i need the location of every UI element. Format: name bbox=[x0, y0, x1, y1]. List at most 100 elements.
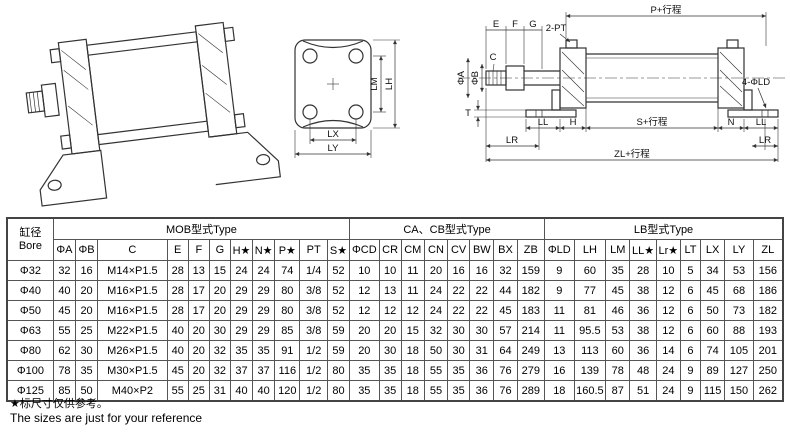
table-cell: 24 bbox=[423, 280, 449, 301]
table-cell: 12 bbox=[378, 300, 402, 321]
table-cell: 78 bbox=[52, 360, 77, 381]
table-cell: 186 bbox=[752, 280, 784, 301]
table-cell: 46 bbox=[605, 300, 631, 321]
table-cell: 11 bbox=[400, 280, 425, 301]
table-cell: 77 bbox=[573, 280, 607, 301]
table-cell: M40×P2 bbox=[97, 380, 168, 402]
table-cell: 22 bbox=[447, 280, 471, 301]
dim-label-4-phi-ld: 4-ΦLD bbox=[742, 77, 770, 88]
bore-cell: Φ32 bbox=[6, 260, 54, 281]
table-cell: 250 bbox=[752, 360, 784, 381]
table-cell: 30 bbox=[469, 320, 495, 341]
table-cell: 91 bbox=[274, 340, 301, 361]
table-cell: 113 bbox=[573, 340, 607, 361]
table-cell: 5 bbox=[679, 260, 702, 281]
table-cell: 80 bbox=[326, 380, 351, 402]
table-cell: 35 bbox=[252, 340, 276, 361]
column-header: BW bbox=[469, 239, 495, 261]
table-cell: 12 bbox=[400, 300, 425, 321]
column-header: G bbox=[208, 239, 231, 261]
table-cell: 59 bbox=[326, 340, 351, 361]
bore-header: 缸径Bore bbox=[6, 217, 54, 261]
table-cell: 35 bbox=[349, 380, 380, 402]
table-cell: 38 bbox=[629, 280, 657, 301]
table-cell: 36 bbox=[629, 300, 657, 321]
table-cell: 22 bbox=[447, 300, 471, 321]
table-cell: 60 bbox=[699, 320, 726, 341]
dim-label-lh: LH bbox=[384, 78, 395, 90]
dim-label-s-stroke: S+行程 bbox=[637, 116, 668, 128]
table-cell: 13 bbox=[378, 280, 402, 301]
dim-label-ll-right: LL bbox=[756, 117, 767, 128]
table-cell: M16×P1.5 bbox=[97, 280, 168, 301]
bore-cell: Φ125 bbox=[6, 380, 54, 402]
table-cell: 64 bbox=[493, 340, 518, 361]
table-cell: 6 bbox=[679, 300, 702, 321]
table-cell: M30×P1.5 bbox=[97, 360, 168, 381]
dim-label-ly: LY bbox=[328, 143, 340, 154]
table-cell: 32 bbox=[52, 260, 77, 281]
table-cell: 183 bbox=[516, 300, 546, 321]
table-cell: 32 bbox=[493, 260, 518, 281]
table-cell: 18 bbox=[400, 340, 425, 361]
table-cell: 20 bbox=[349, 320, 380, 341]
table-cell: 6 bbox=[679, 320, 702, 341]
table-cell: 18 bbox=[544, 380, 575, 402]
table-cell: 73 bbox=[724, 300, 754, 321]
table-cell: 182 bbox=[516, 280, 546, 301]
column-header: ZB bbox=[516, 239, 546, 261]
table-cell: 31 bbox=[208, 380, 231, 402]
table-cell: 74 bbox=[699, 340, 726, 361]
dim-label-phi-a: ΦA bbox=[456, 70, 467, 85]
table-cell: 12 bbox=[655, 320, 681, 341]
column-header: BX bbox=[493, 239, 518, 261]
table-cell: 55 bbox=[423, 380, 449, 402]
table-cell: 25 bbox=[187, 380, 210, 402]
column-header: F bbox=[187, 239, 210, 261]
table-cell: 16 bbox=[544, 360, 575, 381]
bore-cell: Φ40 bbox=[6, 280, 54, 301]
table-cell: 18 bbox=[400, 360, 425, 381]
table-cell: 201 bbox=[752, 340, 784, 361]
column-header: ΦB bbox=[74, 239, 99, 261]
table-cell: M22×P1.5 bbox=[97, 320, 168, 341]
table-cell: 50 bbox=[423, 340, 449, 361]
column-header: CM bbox=[400, 239, 425, 261]
table-cell: 24 bbox=[655, 360, 681, 381]
table-cell: 87 bbox=[605, 380, 631, 402]
column-header: LL★ bbox=[629, 239, 657, 261]
dim-label-f: F bbox=[512, 19, 518, 30]
column-header: LH bbox=[573, 239, 607, 261]
table-cell: 1/2 bbox=[299, 340, 328, 361]
table-cell: 9 bbox=[544, 260, 575, 281]
table-cell: 68 bbox=[724, 280, 754, 301]
table-cell: 29 bbox=[252, 320, 276, 341]
table-cell: 17 bbox=[187, 280, 210, 301]
column-header: H★ bbox=[229, 239, 254, 261]
table-cell: 50 bbox=[699, 300, 726, 321]
table-cell: 10 bbox=[349, 260, 380, 281]
dim-label-t: T bbox=[465, 108, 471, 119]
table-cell: 14 bbox=[655, 340, 681, 361]
table-cell: 22 bbox=[469, 300, 495, 321]
table-cell: 76 bbox=[493, 380, 518, 402]
table-cell: 105 bbox=[724, 340, 754, 361]
dim-label-lx: LX bbox=[327, 129, 339, 140]
table-cell: 1/4 bbox=[299, 260, 328, 281]
footnote-en: The sizes are just for your reference bbox=[10, 411, 203, 425]
dim-label-c: C bbox=[490, 52, 497, 63]
table-cell: 85 bbox=[52, 380, 77, 402]
table-cell: 51 bbox=[629, 380, 657, 402]
table-cell: 62 bbox=[52, 340, 77, 361]
table-cell: 10 bbox=[655, 260, 681, 281]
table-cell: 76 bbox=[493, 360, 518, 381]
dim-label-phi-b: ΦB bbox=[470, 71, 481, 85]
dim-label-e: E bbox=[493, 19, 499, 30]
dim-label-lr-left: LR bbox=[506, 135, 518, 146]
dim-label-lr-right: LR bbox=[759, 135, 771, 146]
